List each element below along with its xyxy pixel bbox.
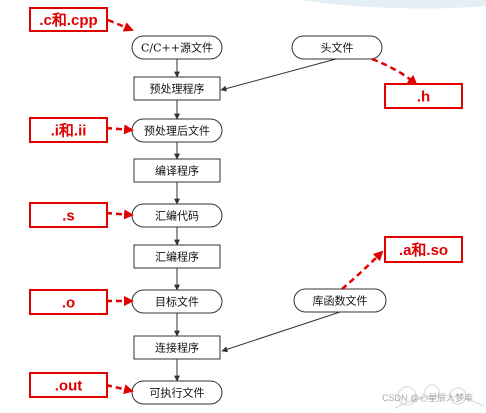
flow-arrows [174, 58, 341, 382]
node-preprocess-label: 预处理程序 [150, 82, 205, 96]
corner-decoration [300, 0, 486, 9]
node-object-file-label: 目标文件 [155, 295, 199, 309]
tag-header-label: .h [417, 89, 430, 106]
tag-library-label: .a和.so [399, 242, 448, 259]
node-object-file: 目标文件 [131, 289, 223, 314]
watermark: CSDN @心星辰入梦幸 [382, 393, 473, 403]
tag-object: .o [29, 289, 108, 315]
node-preprocessed-file-label: 预处理后文件 [144, 124, 210, 138]
tag-source-label: .c和.cpp [39, 12, 97, 29]
node-header-file-label: 头文件 [321, 41, 354, 55]
node-source-file-label: C/C++源文件 [141, 41, 213, 55]
node-assembly-code: 汇编代码 [131, 203, 223, 228]
node-preprocessed-file: 预处理后文件 [131, 118, 223, 143]
tag-source: .c和.cpp [29, 7, 108, 32]
node-preprocess: 预处理程序 [133, 76, 221, 101]
node-compile-label: 编译程序 [155, 164, 199, 178]
node-assemble-label: 汇编程序 [155, 250, 199, 264]
tag-executable: .out [29, 372, 108, 398]
tag-object-label: .o [62, 295, 75, 312]
node-library-file-label: 库函数文件 [313, 294, 368, 308]
node-executable: 可执行文件 [131, 380, 223, 405]
tag-executable-label: .out [55, 378, 83, 395]
node-assembly-code-label: 汇编代码 [155, 209, 199, 223]
node-link-label: 连接程序 [155, 341, 199, 355]
node-compile: 编译程序 [133, 158, 221, 183]
tag-preprocessed-label: .i和.ii [51, 123, 87, 140]
node-library-file: 库函数文件 [293, 288, 387, 313]
node-link: 连接程序 [133, 335, 221, 360]
node-executable-label: 可执行文件 [150, 386, 205, 400]
tag-assembly-label: .s [62, 208, 75, 225]
tag-header: .h [384, 83, 463, 109]
node-source-file: C/C++源文件 [131, 35, 223, 60]
extension-connectors [105, 18, 418, 395]
tag-preprocessed: .i和.ii [29, 117, 108, 143]
node-header-file: 头文件 [291, 35, 383, 60]
tag-assembly: .s [29, 202, 108, 228]
tag-library: .a和.so [384, 236, 463, 263]
watermark-flourish [394, 384, 485, 409]
node-assemble: 汇编程序 [133, 244, 221, 269]
